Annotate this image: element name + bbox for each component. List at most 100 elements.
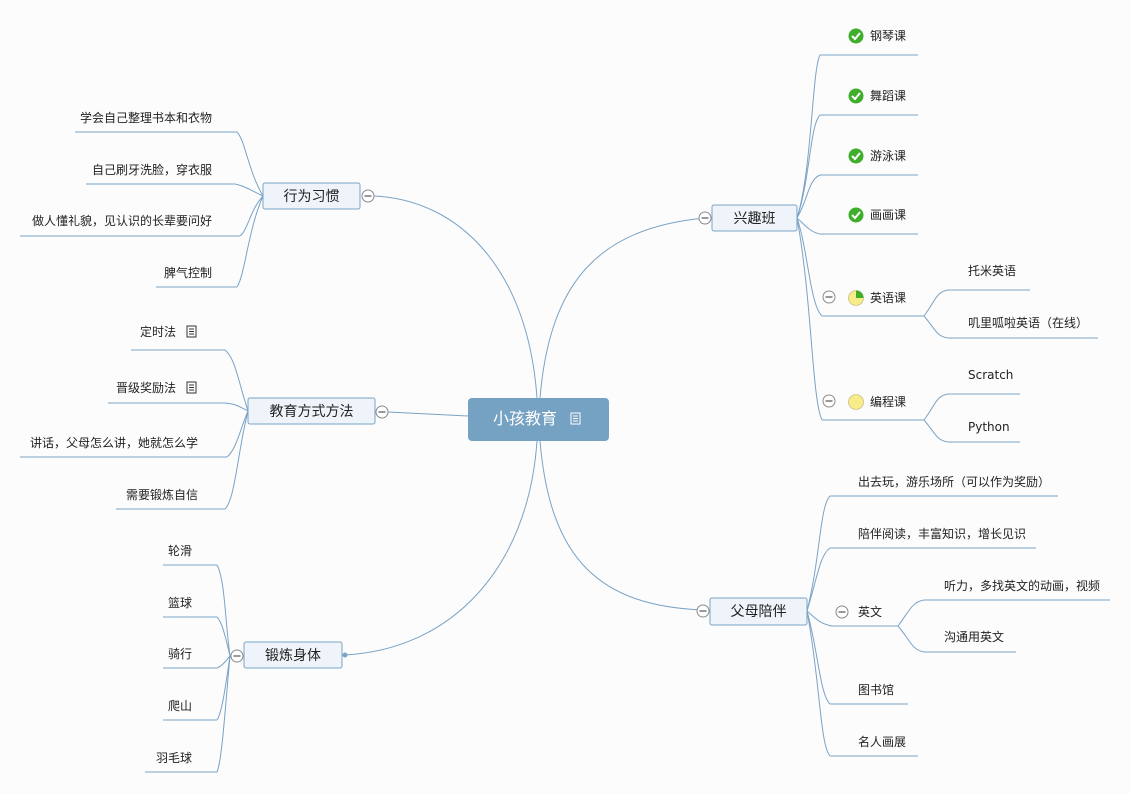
connector-yingyu-1 <box>923 289 949 317</box>
connector-yingwen-2 <box>897 625 925 653</box>
connector-yingyu-2 <box>923 315 949 339</box>
connector-biancheng-1 <box>923 393 949 421</box>
connector-xingwei-3 <box>239 195 264 237</box>
connector-xingqu-1 <box>796 54 821 219</box>
leaf-yingyu-2[interactable]: 叽里呱啦英语（在线） <box>968 315 1088 330</box>
connector-duanlian-2 <box>216 616 231 657</box>
connector-central-xingqu <box>539 217 706 399</box>
connector-central-jiaoyu <box>387 411 469 417</box>
leaf-fumu-4[interactable]: 图书馆 <box>858 682 894 697</box>
leaf-xingqu-2[interactable]: 舞蹈课 <box>870 89 906 103</box>
branch-box-jiaoyu[interactable] <box>247 397 376 425</box>
connector-xingqu-6 <box>796 217 823 421</box>
collapse-toggle-xingwei[interactable] <box>361 189 375 203</box>
connector-xingwei-4 <box>236 195 264 288</box>
leaf-fumu-3[interactable]: 英文 <box>858 604 882 619</box>
connector-xingqu-2 <box>796 114 821 219</box>
leaf-fumu-2[interactable]: 陪伴阅读，丰富知识，增长见识 <box>858 526 1026 541</box>
collapse-toggle-yingyu[interactable] <box>822 290 836 304</box>
branch-xingqu: 兴趣班 钢琴课 舞蹈课 游泳课 画画课 英 <box>698 28 1098 443</box>
leaf-duanlian-2[interactable]: 篮球 <box>168 595 192 610</box>
collapse-toggle-yingwen[interactable] <box>835 605 849 619</box>
check-icon <box>848 28 864 44</box>
branch-jiaoyu: 教育方式方法 定时法 晋级奖励法 讲话，父母怎么讲，她就怎么学 需要锻炼自信 <box>20 324 389 510</box>
leaf-biancheng-1[interactable]: Scratch <box>968 368 1013 382</box>
leaf-jiaoyu-2[interactable]: 晋级奖励法 <box>116 381 176 395</box>
central-topic-box[interactable] <box>468 398 609 441</box>
leaf-biancheng-2[interactable]: Python <box>968 420 1010 434</box>
connector-xingqu-4 <box>796 217 821 235</box>
branch-box-fumu[interactable] <box>709 597 808 626</box>
note-icon[interactable] <box>186 381 197 394</box>
connector-jiaoyu-4 <box>224 410 249 510</box>
connector-xingwei-2 <box>234 183 264 197</box>
branch-box-xingwei[interactable] <box>262 182 361 210</box>
connector-biancheng-2 <box>923 419 949 443</box>
note-icon[interactable] <box>570 412 581 425</box>
connector-yingwen-1 <box>897 599 925 627</box>
leaf-duanlian-4[interactable]: 爬山 <box>168 699 192 713</box>
leaf-xingwei-4[interactable]: 脾气控制 <box>164 265 212 280</box>
leaf-jiaoyu-1[interactable]: 定时法 <box>140 324 176 339</box>
branch-duanlian: 锻炼身体 轮滑 篮球 骑行 爬山 羽毛球 <box>145 544 348 773</box>
connector-fumu-3 <box>806 610 833 627</box>
connector-duanlian-4 <box>216 655 231 721</box>
leaf-fumu-1[interactable]: 出去玩，游乐场所（可以作为奖励） <box>858 475 1050 489</box>
leaf-jiaoyu-4[interactable]: 需要锻炼自信 <box>126 487 198 502</box>
connector-central-duanlian <box>343 440 538 656</box>
connector-fumu-1 <box>806 495 831 612</box>
branch-box-xingqu[interactable] <box>711 204 798 232</box>
leaf-duanlian-3[interactable]: 骑行 <box>168 647 192 661</box>
connector-xingqu-5 <box>796 217 823 317</box>
leaf-xingwei-2[interactable]: 自己刷牙洗脸，穿衣服 <box>92 162 212 177</box>
leaf-duanlian-1[interactable]: 轮滑 <box>168 544 192 558</box>
central-topic-label: 小孩教育 <box>493 409 557 428</box>
connector-fumu-4 <box>806 610 831 705</box>
leaf-xingqu-4[interactable]: 画画课 <box>870 208 906 222</box>
leaf-xingqu-5[interactable]: 英语课 <box>870 291 906 305</box>
branch-label-xingqu: 兴趣班 <box>734 211 776 227</box>
central-connectors <box>343 195 706 656</box>
collapse-toggle-duanlian[interactable] <box>230 649 244 663</box>
progress-icon <box>848 290 864 306</box>
collapse-toggle-fumu[interactable] <box>696 604 710 618</box>
connector-fumu-5 <box>806 610 831 757</box>
leaf-fumu-5[interactable]: 名人画展 <box>858 734 906 749</box>
leaf-duanlian-5[interactable]: 羽毛球 <box>156 751 192 765</box>
connector-duanlian-1 <box>216 564 231 657</box>
leaf-yingyu-1[interactable]: 托米英语 <box>968 264 1016 278</box>
connector-central-fumu <box>539 440 704 611</box>
leaf-xingqu-6[interactable]: 编程课 <box>870 394 906 409</box>
collapse-toggle-jiaoyu[interactable] <box>375 405 389 419</box>
leaf-yingwen-2[interactable]: 沟通用英文 <box>944 629 1004 644</box>
branch-label-fumu: 父母陪伴 <box>731 604 787 620</box>
connector-duanlian-5 <box>216 655 231 773</box>
connector-xingwei-1 <box>236 131 264 197</box>
leaf-xingqu-1[interactable]: 钢琴课 <box>870 29 906 43</box>
check-icon <box>848 207 864 223</box>
connector-jiaoyu-2 <box>224 402 249 412</box>
note-icon[interactable] <box>186 325 197 338</box>
connector-jiaoyu-1 <box>224 349 249 412</box>
branch-box-duanlian[interactable] <box>243 641 343 669</box>
collapse-toggle-xingqu[interactable] <box>698 211 712 225</box>
connector-duanlian-3 <box>216 655 231 669</box>
connector-central-xingwei <box>373 195 538 399</box>
check-icon <box>848 148 864 164</box>
central-topic[interactable]: 小孩教育 <box>468 398 609 441</box>
branch-label-jiaoyu: 教育方式方法 <box>270 404 354 420</box>
check-icon <box>848 88 864 104</box>
leaf-xingwei-3[interactable]: 做人懂礼貌，见认识的长辈要问好 <box>32 213 212 228</box>
branch-label-xingwei: 行为习惯 <box>284 188 340 205</box>
connector-fumu-2 <box>806 547 831 612</box>
leaf-xingwei-1[interactable]: 学会自己整理书本和衣物 <box>80 110 212 125</box>
progress-icon <box>848 394 864 410</box>
collapse-toggle-biancheng[interactable] <box>822 394 836 408</box>
leaf-xingqu-3[interactable]: 游泳课 <box>870 149 906 163</box>
connector-dot <box>342 652 348 658</box>
connector-jiaoyu-3 <box>226 410 249 458</box>
branch-label-duanlian: 锻炼身体 <box>265 648 321 664</box>
leaf-jiaoyu-3[interactable]: 讲话，父母怎么讲，她就怎么学 <box>30 435 198 450</box>
leaf-yingwen-1[interactable]: 听力，多找英文的动画，视频 <box>944 578 1100 593</box>
